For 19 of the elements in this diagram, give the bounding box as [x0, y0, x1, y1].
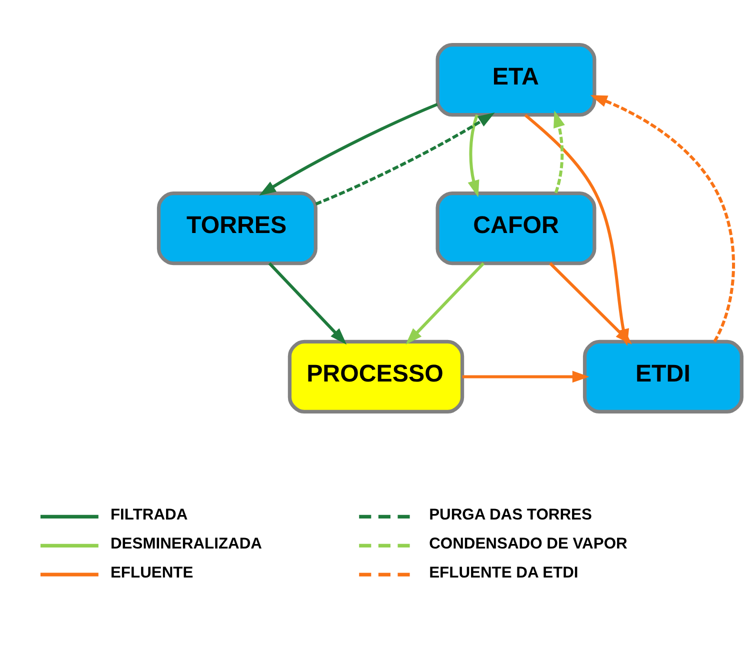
arrow	[406, 262, 485, 344]
arrow	[554, 110, 565, 193]
node-box: ETA	[436, 42, 596, 116]
legend-label: FILTRADA	[110, 506, 188, 524]
arrow	[268, 262, 347, 344]
legend-label: PURGA DAS TORRES	[429, 506, 592, 524]
arrow	[590, 94, 735, 342]
legend-label: DESMINERALIZADA	[110, 535, 262, 552]
node-box: CAFOR	[436, 190, 596, 265]
arrow	[315, 112, 495, 205]
legend-label: EFLUENTE DA ETDI	[429, 564, 578, 582]
node-box: ETDI	[582, 339, 744, 413]
arrow	[468, 114, 480, 197]
node-box: PROCESSO	[288, 339, 464, 413]
node-box: TORRES	[156, 190, 318, 265]
arrow	[462, 370, 590, 382]
legend-label: CONDENSADO DE VAPOR	[429, 535, 628, 552]
legend-label: EFLUENTE	[110, 564, 194, 582]
arrow	[259, 102, 438, 196]
